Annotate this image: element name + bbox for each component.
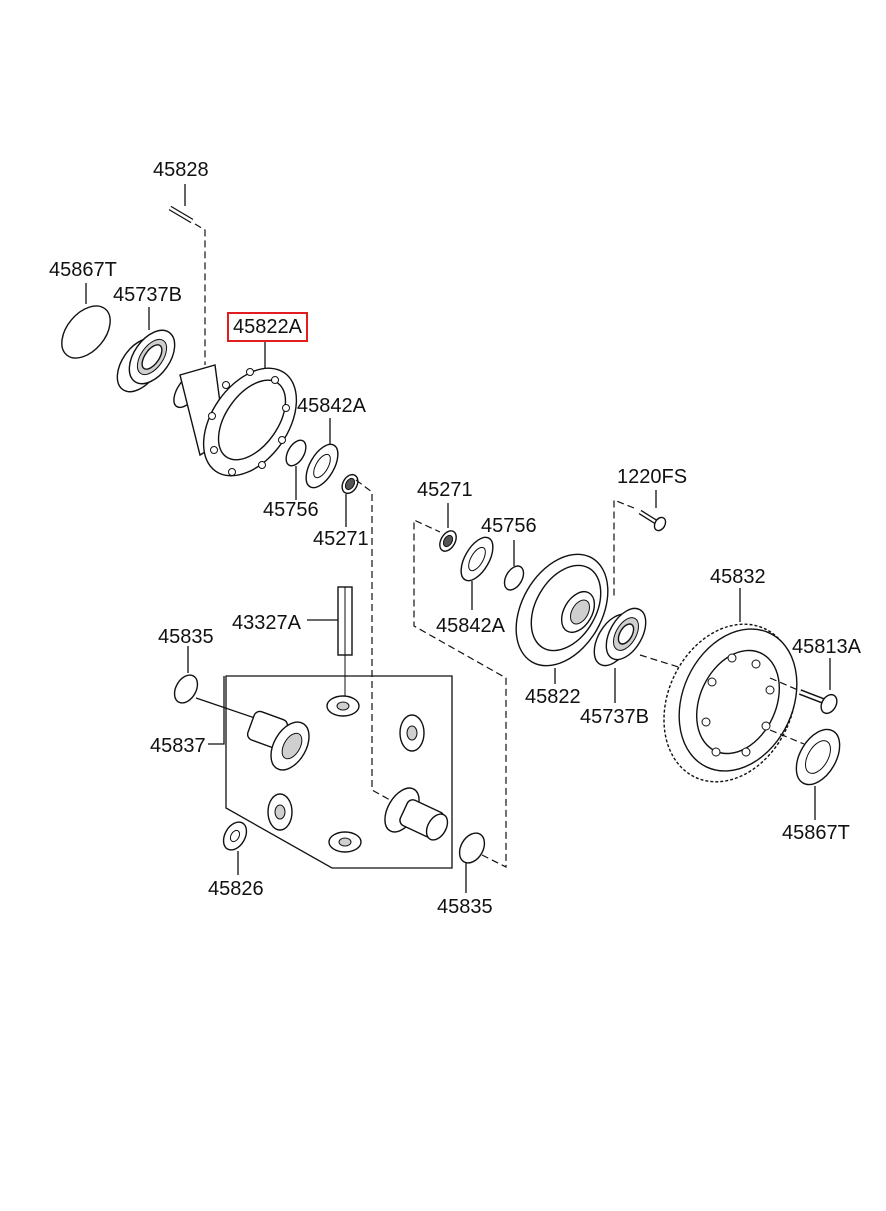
side-gear-45837-left[interactable] — [208, 676, 317, 777]
label-45867T-right[interactable]: 45867T — [782, 822, 850, 844]
shaft-43327A[interactable] — [307, 586, 353, 700]
label-45842A-mid[interactable]: 45842A — [436, 615, 505, 637]
label-45867T-left[interactable]: 45867T — [49, 259, 117, 281]
label-45828[interactable]: 45828 — [153, 159, 209, 181]
label-45835-left[interactable]: 45835 — [158, 626, 214, 648]
label-45826[interactable]: 45826 — [208, 878, 264, 900]
bearing-45737B-right[interactable] — [586, 602, 654, 703]
thrust-washer-45835-left[interactable] — [170, 646, 202, 707]
case-cover-45822[interactable] — [497, 538, 626, 684]
label-45837[interactable]: 45837 — [150, 735, 206, 757]
label-1220FS[interactable]: 1220FS — [617, 466, 688, 488]
label-45835-right[interactable]: 45835 — [437, 896, 493, 918]
ring-gear-45832[interactable] — [639, 588, 821, 804]
label-45756-left[interactable]: 45756 — [263, 499, 319, 521]
screw-1220FS[interactable] — [638, 490, 668, 533]
label-45832[interactable]: 45832 — [710, 566, 766, 588]
bolt-45813A[interactable] — [798, 658, 840, 716]
washer-45867T-left[interactable] — [52, 283, 120, 367]
label-45813A[interactable]: 45813A — [792, 636, 861, 658]
pinion-gear-top[interactable] — [326, 695, 360, 717]
thrust-washer-45835-right[interactable] — [454, 829, 489, 893]
label-43327A[interactable]: 43327A — [232, 612, 301, 634]
snapring-45756-left[interactable] — [282, 437, 310, 500]
washer-45867T-right[interactable] — [787, 722, 848, 820]
label-45822[interactable]: 45822 — [525, 686, 581, 708]
label-45271-left[interactable]: 45271 — [313, 528, 369, 550]
shim-45842A-top[interactable] — [300, 418, 345, 493]
shim-45842A-mid[interactable] — [455, 532, 500, 610]
washer-45271-right[interactable] — [436, 503, 459, 554]
pin-45828[interactable] — [168, 184, 194, 224]
side-gear-right[interactable] — [378, 782, 452, 843]
pinion-gear-right[interactable] — [399, 714, 425, 752]
bearing-45737B-left[interactable] — [108, 307, 184, 400]
label-45756-right[interactable]: 45756 — [481, 515, 537, 537]
gear-set-outline — [225, 675, 453, 869]
diff-case-45822A[interactable] — [168, 340, 315, 493]
pinion-gear-bottom[interactable] — [328, 831, 362, 853]
label-45737B-right[interactable]: 45737B — [580, 706, 649, 728]
label-45271-right[interactable]: 45271 — [417, 479, 473, 501]
label-45822A-highlighted[interactable]: 45822A — [227, 312, 308, 342]
pinion-gear-left[interactable] — [267, 793, 293, 831]
snapring-45756-right[interactable] — [501, 540, 528, 593]
label-45842A-top[interactable]: 45842A — [297, 395, 366, 417]
washer-45271-left[interactable] — [339, 472, 361, 527]
label-45737B-left[interactable]: 45737B — [113, 284, 182, 306]
washer-45826[interactable] — [219, 818, 251, 875]
